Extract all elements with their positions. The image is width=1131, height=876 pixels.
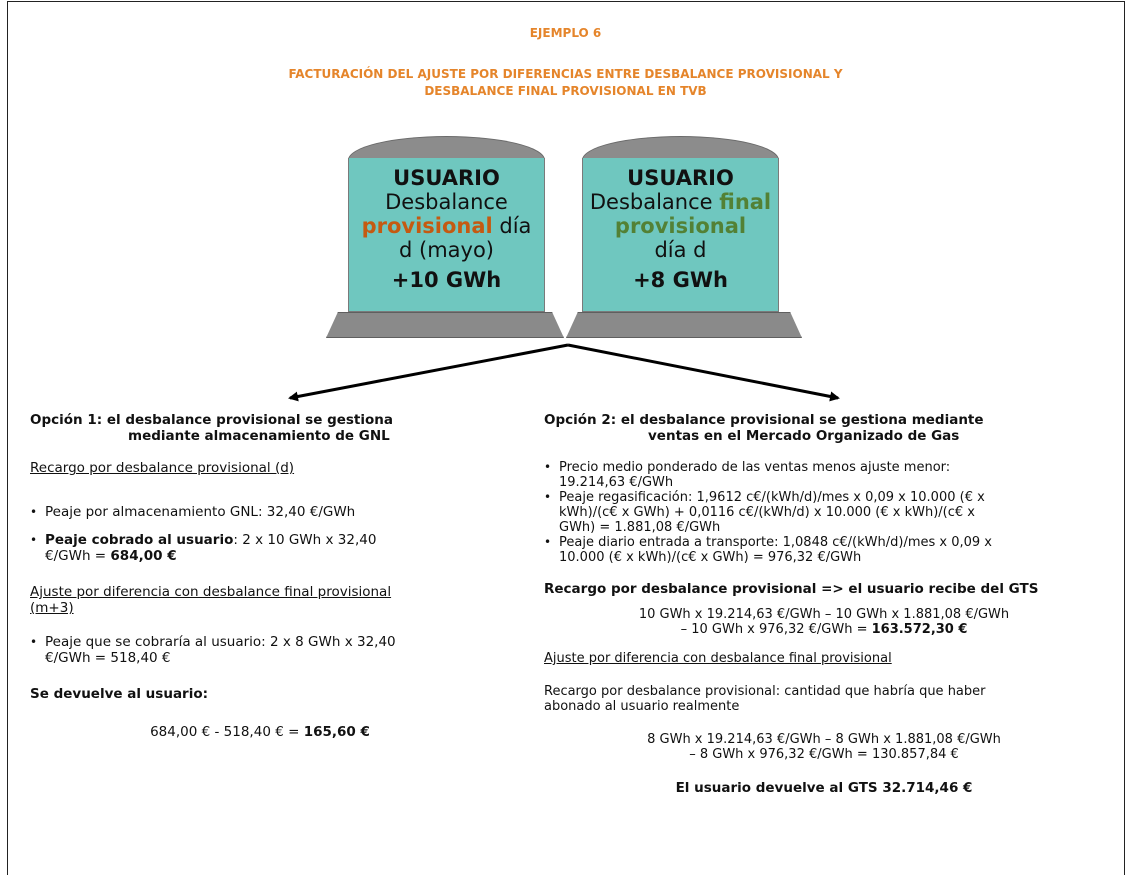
bullet-line-2: kWh)/(c€ x GWh) + 0,0116 c€/(kWh/d) x 10… [559,505,975,520]
option-1-heading-line-1: Opción 1: el desbalance provisional se g… [30,412,393,428]
bullet-line-1: Peaje regasificación: 1,9612 c€/(kWh/d)/… [559,490,985,505]
tank-body: USUARIO Desbalance final provisional día… [582,158,779,312]
bullet-text: Peaje por almacenamiento GNL: 32,40 €/GW… [45,504,356,520]
calc-line-1: 8 GWh x 19.214,63 €/GWh – 8 GWh x 1.881,… [647,732,1001,747]
option-1-returned-calc: 684,00 € - 518,40 € = 165,60 € [30,724,490,740]
page-frame [7,1,1125,875]
page-title: EJEMPLO 6 [529,26,602,40]
bullet-text-line-2: €/GWh = [45,548,111,564]
text-line-2: abonado al usuario realmente [544,699,740,714]
option-1-column: Opción 1: el desbalance provisional se g… [30,412,520,740]
option-2-bullet-peaje-transporte: Peaje diario entrada a transporte: 1,084… [544,535,1124,565]
tank-final-provisional: USUARIO Desbalance final provisional día… [566,136,802,338]
option-2-column: Opción 2: el desbalance provisional se g… [544,412,1124,796]
tank-line-1-text: Desbalance [589,190,720,214]
option-1-returned-label: Se devuelve al usuario: [30,686,209,702]
tank-line-2: provisional día [349,214,544,238]
tank-line-2-rest: día [492,214,532,238]
bullet-line-3: GWh) = 1.881,08 €/GWh [559,520,721,535]
tank-value: +10 GWh [391,268,502,292]
tank-value: +8 GWh [633,268,728,292]
calc-total: 163.572,30 € [871,622,968,637]
text-line-1: Recargo por desbalance provisional: cant… [544,684,986,699]
tank-cap [348,136,545,160]
option-1-bullet-peaje-almacenamiento: Peaje por almacenamiento GNL: 32,40 €/GW… [30,504,520,520]
option-1-bullet-peaje-cobrado: Peaje cobrado al usuario: 2 x 10 GWh x 3… [30,532,520,564]
option-1-section-ajuste: Ajuste por diferencia con desbalance fin… [30,584,520,616]
calc-line-2: – 8 GWh x 976,32 €/GWh = 130.857,84 € [689,747,959,762]
option-2-heading-line-1: Opción 2: el desbalance provisional se g… [544,412,984,428]
bullet-line-2: 19.214,63 €/GWh [559,475,674,490]
tank-base [326,312,564,338]
tank-label: USUARIO [393,166,500,190]
final-highlight: final [719,190,772,214]
option-2-ajuste-heading: Ajuste por diferencia con desbalance fin… [544,651,892,666]
calc-line-2: – 10 GWh x 976,32 €/GWh = [680,622,872,637]
page-subtitle: FACTURACIÓN DEL AJUSTE POR DIFERENCIAS E… [0,66,1131,100]
section-line-1: Ajuste por diferencia con desbalance fin… [30,584,392,600]
bullet-text: Peaje que se cobraría al usuario: 2 x 8 … [45,634,396,650]
subtitle-line-2: DESBALANCE FINAL PROVISIONAL EN TVB [424,84,707,98]
option-2-recargo-heading: Recargo por desbalance provisional => el… [544,581,1039,597]
subtitle-line-1: FACTURACIÓN DEL AJUSTE POR DIFERENCIAS E… [288,67,843,81]
bullet-text: : 2 x 10 GWh x 32,40 [233,532,377,548]
option-2-bullet-precio-medio: Precio medio ponderado de las ventas men… [544,460,1124,490]
tank-body: USUARIO Desbalance provisional día d (ma… [348,158,545,312]
option-2-ajuste-text: Recargo por desbalance provisional: cant… [544,684,1124,714]
option-2-calc-2: 8 GWh x 19.214,63 €/GWh – 8 GWh x 1.881,… [544,732,1104,762]
tank-line-3: d (mayo) [399,238,494,262]
option-2-heading-line-2: ventas en el Mercado Organizado de Gas [648,428,960,444]
calc-total: 165,60 € [303,724,370,740]
tank-provisional: USUARIO Desbalance provisional día d (ma… [326,136,564,338]
tank-line-1: Desbalance final [583,190,778,214]
calc-text: 684,00 € - 518,40 € = [150,724,304,740]
option-1-heading-line-2: mediante almacenamiento de GNL [128,428,390,444]
section-line-2: (m+3) [30,600,74,616]
option-2-calc-1: 10 GWh x 19.214,63 €/GWh – 10 GWh x 1.88… [544,607,1104,637]
calc-line-1: 10 GWh x 19.214,63 €/GWh – 10 GWh x 1.88… [638,607,1010,622]
bullet-line-2: 10.000 (€ x kWh)/(c€ x GWh) = 976,32 €/G… [559,550,862,565]
bullet-line-1: Precio medio ponderado de las ventas men… [559,460,951,475]
tank-cap [582,136,779,160]
tank-base [566,312,802,338]
provisional-highlight: provisional [361,214,493,238]
bullet-text-line-2: €/GWh = 518,40 € [45,650,171,666]
option-1-section-recargo: Recargo por desbalance provisional (d) [30,460,295,476]
option-1-bullet-peaje-cobraria: Peaje que se cobraría al usuario: 2 x 8 … [30,634,520,666]
bullet-total: 684,00 € [110,548,177,564]
provisional-highlight: provisional [614,214,747,238]
tank-label: USUARIO [627,166,734,190]
bullet-line-1: Peaje diario entrada a transporte: 1,084… [559,535,992,550]
bullet-bold-label: Peaje cobrado al usuario [45,532,234,548]
tank-line-1: Desbalance [385,190,508,214]
tank-line-3: día d [654,238,707,262]
option-2-final-result: El usuario devuelve al GTS 32.714,46 € [675,780,973,796]
option-2-bullet-peaje-regasificacion: Peaje regasificación: 1,9612 c€/(kWh/d)/… [544,490,1124,535]
